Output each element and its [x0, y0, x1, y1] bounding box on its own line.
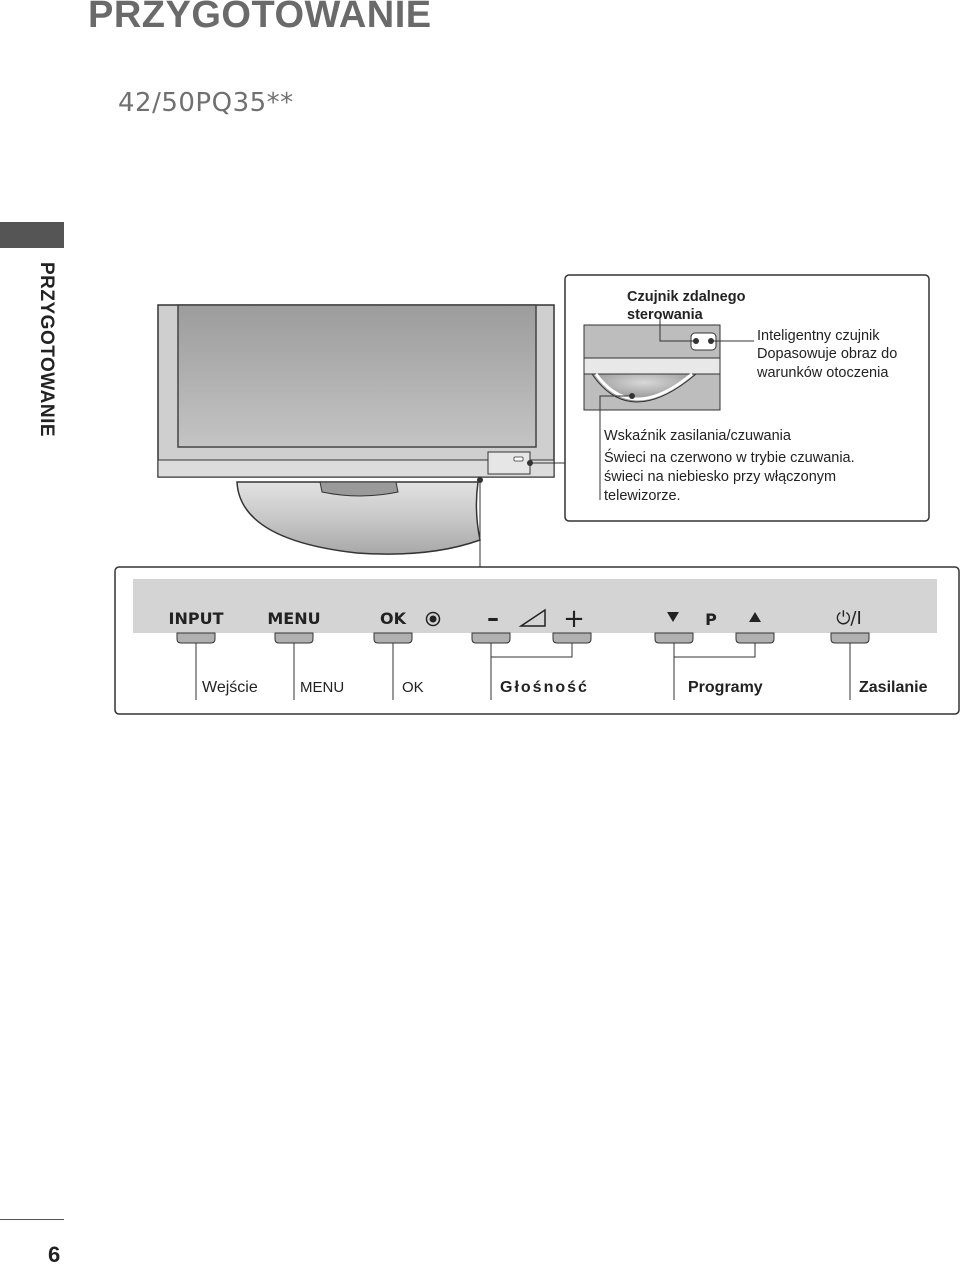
prog-up-button-tab[interactable]	[735, 632, 775, 644]
ok-description: OK	[402, 679, 424, 696]
zoomed-sensor	[583, 324, 721, 411]
menu-description: MENU	[300, 679, 344, 696]
menu-button[interactable]: MENU	[267, 609, 320, 628]
ok-target-icon	[425, 611, 441, 627]
section-side-label: PRZYGOTOWANIE	[36, 262, 57, 438]
input-description: Wejście	[202, 679, 258, 696]
vol-down-button[interactable]: –	[487, 604, 499, 632]
model-title: 42/50PQ35**	[118, 88, 294, 118]
prog-down-arrow-icon[interactable]	[667, 612, 679, 622]
programs-description: Programy	[688, 679, 763, 696]
tv-diagram: Czujnik zdalnego sterowania Inteligentny…	[114, 274, 960, 715]
volume-wedge-icon	[518, 608, 546, 627]
power-indicator-label-4: telewizorze.	[604, 488, 681, 504]
menu-button-tab[interactable]	[274, 632, 314, 644]
program-button-label: P	[705, 610, 717, 629]
ok-button[interactable]: OK	[380, 609, 407, 628]
button-tabs	[176, 632, 870, 644]
power-indicator-label-1: Wskaźnik zasilania/czuwania	[604, 428, 792, 444]
volume-description: Głośność	[500, 679, 589, 696]
power-indicator-label-2: Świeci na czerwono w trybie czuwania.	[604, 448, 855, 466]
sensor-window	[487, 451, 531, 475]
tv-stand	[236, 481, 481, 555]
section-tab-marker	[0, 222, 64, 248]
vol-up-button[interactable]: +	[563, 604, 585, 634]
power-description: Zasilanie	[859, 679, 928, 696]
vol-down-button-tab[interactable]	[471, 632, 511, 644]
page-number: 6	[48, 1242, 61, 1267]
power-led-icon	[513, 456, 524, 462]
prog-down-button-tab[interactable]	[654, 632, 694, 644]
smart-sensor-label-3: warunków otoczenia	[756, 365, 889, 381]
power-button-tab[interactable]	[830, 632, 870, 644]
prog-up-arrow-icon[interactable]	[749, 612, 761, 622]
control-strip	[133, 579, 937, 633]
ok-button-tab[interactable]	[373, 632, 413, 644]
input-button-tab[interactable]	[176, 632, 216, 644]
power-indicator-label-3: świeci na niebiesko przy włączonym	[604, 469, 836, 485]
smart-sensor-label-1: Inteligentny czujnik	[757, 328, 880, 344]
remote-sensor-label-2: sterowania	[627, 307, 704, 323]
vol-up-button-tab[interactable]	[552, 632, 592, 644]
page-title: PRZYGOTOWANIE	[88, 0, 432, 36]
smart-sensor-label-2: Dopasowuje obraz do	[757, 346, 897, 362]
footer-rule	[0, 1219, 64, 1220]
remote-sensor-label-1: Czujnik zdalnego	[627, 289, 746, 305]
power-button[interactable]: ⏻/I	[836, 608, 862, 629]
tv-screen	[177, 304, 537, 448]
input-button[interactable]: INPUT	[169, 609, 224, 628]
tv-bezel	[157, 304, 555, 478]
